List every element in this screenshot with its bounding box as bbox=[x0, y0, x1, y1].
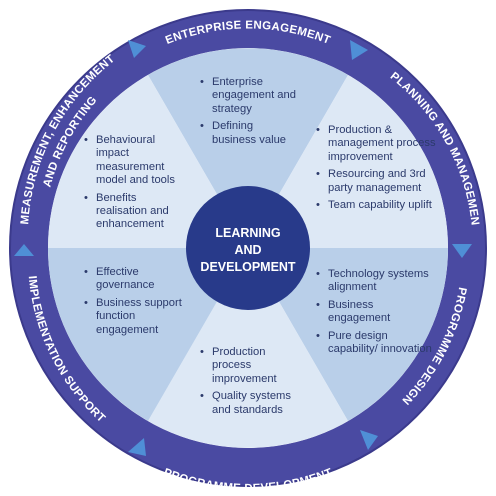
bullet-item: Defining business value bbox=[200, 120, 300, 147]
bullet-item: Behavioural impact measurement model and… bbox=[84, 134, 188, 188]
hub-label: LEARNING AND DEVELOPMENT bbox=[186, 188, 310, 312]
hub-line-1: LEARNING bbox=[215, 225, 281, 240]
bullet-item: Production process improvement bbox=[200, 346, 304, 386]
bullet-item: Benefits realisation and enhancement bbox=[84, 192, 188, 232]
hub-line-3: DEVELOPMENT bbox=[200, 259, 296, 274]
hub-line-2: AND bbox=[234, 242, 262, 257]
arrow-icon bbox=[128, 40, 146, 58]
sector-text-lower-left: Effective governance Business support fu… bbox=[84, 266, 194, 341]
sector-text-bottom: Production process improvement Quality s… bbox=[200, 346, 304, 421]
bullet-item: Business engagement bbox=[316, 299, 438, 326]
sector-text-lower-right: Technology systems alignment Business en… bbox=[316, 268, 438, 360]
bullet-item: Production & management process improvem… bbox=[316, 124, 442, 164]
bullet-item: Team capability uplift bbox=[316, 199, 442, 213]
sector-text-upper-right: Production & management process improvem… bbox=[316, 124, 442, 216]
arrow-icon bbox=[14, 244, 34, 256]
arrow-icon bbox=[360, 430, 378, 450]
bullet-item: Technology systems alignment bbox=[316, 268, 438, 295]
arrow-icon bbox=[452, 244, 472, 258]
sector-text-top: Enterprise engagement and strategy Defin… bbox=[200, 76, 300, 151]
bullet-item: Pure design capability/ innovation bbox=[316, 330, 438, 357]
bullet-item: Quality systems and standards bbox=[200, 390, 304, 417]
sector-text-upper-left: Behavioural impact measurement model and… bbox=[84, 134, 188, 236]
arrow-icon bbox=[128, 438, 146, 456]
arrow-icon bbox=[350, 40, 368, 60]
hub-circle bbox=[186, 186, 310, 310]
bullet-item: Enterprise engagement and strategy bbox=[200, 76, 300, 116]
bullet-item: Effective governance bbox=[84, 266, 194, 293]
ring-arrows bbox=[14, 40, 472, 456]
bullet-item: Resourcing and 3rd party management bbox=[316, 168, 442, 195]
bullet-item: Business support function engagement bbox=[84, 297, 194, 337]
